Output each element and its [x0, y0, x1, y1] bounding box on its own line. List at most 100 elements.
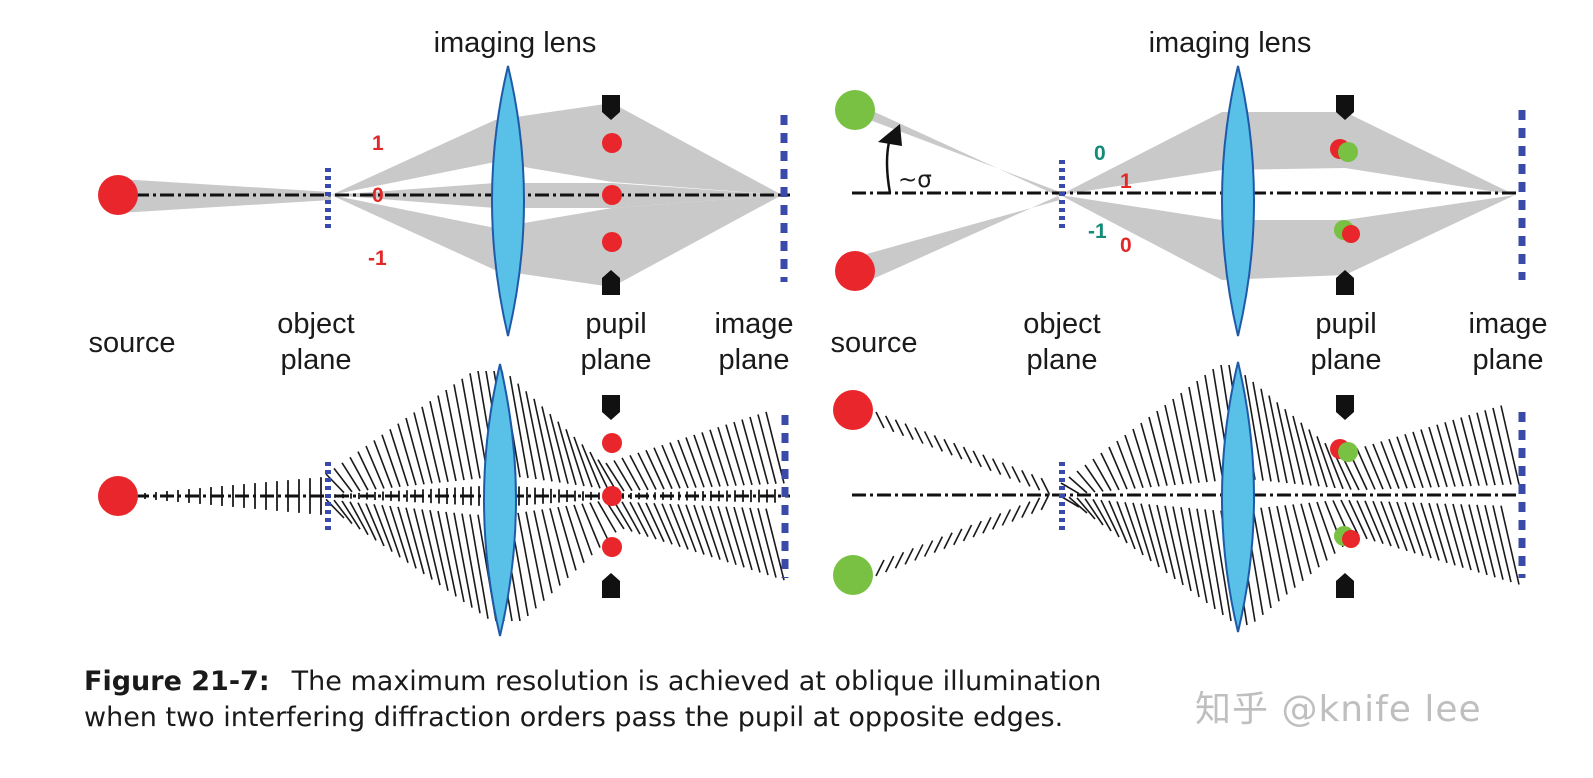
order-label-red: 0 [1120, 234, 1132, 257]
illumination-cone [842, 97, 1060, 196]
order-label-red: 1 [1120, 170, 1132, 193]
wavefront-line [573, 436, 593, 488]
wavefront-line [685, 504, 705, 555]
wavefront-line [1492, 505, 1512, 583]
wavefront-line [1060, 495, 1080, 508]
beam-order-minus1 [331, 195, 782, 287]
wavefront-line [541, 406, 561, 483]
wavefront-line [757, 508, 777, 578]
wavefront-line [333, 467, 353, 493]
wavefront-line [693, 504, 713, 558]
wavefront-line [365, 445, 385, 489]
wavefront-line [1436, 424, 1456, 487]
wavefront-line [1324, 442, 1344, 490]
wavefront-line [943, 532, 953, 550]
wavefront-line [557, 506, 577, 571]
wavefront-line [1340, 499, 1360, 537]
wavefront-line [1196, 508, 1216, 610]
wavefront-line [413, 412, 433, 484]
wavefront-line [1316, 501, 1336, 554]
wavefront-line [653, 447, 673, 490]
pupil-spot [602, 232, 622, 252]
wavefront-line [1428, 426, 1448, 488]
wavefront-line [453, 384, 473, 480]
red-source [98, 476, 138, 516]
wavefront-line [914, 544, 924, 561]
wavefront-line [1292, 504, 1312, 575]
wavefront-line [1140, 422, 1160, 487]
wavefront-line [1060, 482, 1080, 495]
wavefront-line [1308, 502, 1328, 561]
order-label-green: -1 [1088, 220, 1107, 243]
wavefront-line [565, 429, 585, 487]
wavefront-line [1364, 500, 1384, 545]
wavefront-line [541, 509, 561, 586]
wavefront-line [1476, 412, 1496, 486]
wavefront-line [991, 512, 1002, 530]
pupil-plane-label: pupil [1315, 308, 1376, 340]
order-label: -1 [368, 247, 387, 270]
wavefront-line [1244, 375, 1264, 481]
panel-1-bottom [98, 363, 790, 637]
wavefront-line [389, 505, 409, 564]
wavefront-line [405, 417, 425, 485]
wavefront-line [613, 500, 633, 532]
wavefront-line [1124, 501, 1144, 556]
wavefront-line [389, 428, 409, 487]
wavefront-line [904, 547, 914, 565]
pupil-stop-top [602, 95, 620, 120]
beam-order-0 [1060, 112, 1515, 195]
wavefront-line [1500, 405, 1520, 485]
panel-2-bottom [833, 361, 1526, 633]
wavefront-line [325, 473, 345, 494]
wavefront-line [1388, 501, 1408, 552]
wavefront-line [669, 442, 689, 489]
pupil-spot [602, 486, 622, 506]
wavefront-line [381, 504, 401, 558]
pupil-spot [602, 433, 622, 453]
wavefront-line [1164, 404, 1184, 485]
wavefront-line [894, 551, 905, 569]
wavefront-line [453, 512, 473, 608]
wavefront-line [894, 419, 905, 437]
wavefront-line [1388, 438, 1408, 489]
wavefront-line [437, 395, 457, 482]
wavefront-line [1021, 469, 1031, 487]
wavefront-line [1492, 407, 1512, 485]
wavefront-line [1084, 464, 1104, 492]
wavefront-line [397, 423, 417, 486]
object-plane-label: plane [1027, 344, 1098, 376]
wavefront-line [349, 456, 369, 491]
wavefront-line [1021, 501, 1031, 519]
lens-label: imaging lens [434, 27, 597, 59]
wavefront-line [341, 462, 361, 492]
pupil-spot-green [1338, 442, 1358, 462]
wavefront-line [365, 503, 385, 547]
wavefront-line [381, 434, 401, 488]
wavefront-line [1412, 502, 1432, 559]
wavefront-line [725, 424, 745, 486]
wavefront-line [914, 427, 924, 444]
image-plane-label: plane [719, 344, 790, 376]
wavefront-line [429, 510, 449, 591]
wavefront-line [991, 458, 1002, 476]
wavefront-line [1040, 493, 1050, 511]
pupil-plane-label: plane [581, 344, 652, 376]
wavefront-line [982, 516, 992, 534]
wavefront-line [701, 432, 721, 487]
wavefront-line [1380, 501, 1400, 549]
wavefront-line [1300, 503, 1320, 568]
wavefront-line [349, 501, 369, 536]
wavefront-line [1396, 436, 1416, 489]
panel-2-top: ~σ 0 1 -1 0 [835, 65, 1526, 337]
image-plane-label: plane [1473, 344, 1544, 376]
wavefront-line [597, 459, 617, 491]
wavefront-line [972, 520, 982, 538]
pupil-stop-top [1336, 95, 1354, 120]
wavefront-line [1172, 506, 1192, 592]
wavefront-line [685, 437, 705, 488]
wavefront-line [1444, 503, 1464, 568]
lens-label: imaging lens [1149, 27, 1312, 59]
wavefront-line [693, 434, 713, 488]
